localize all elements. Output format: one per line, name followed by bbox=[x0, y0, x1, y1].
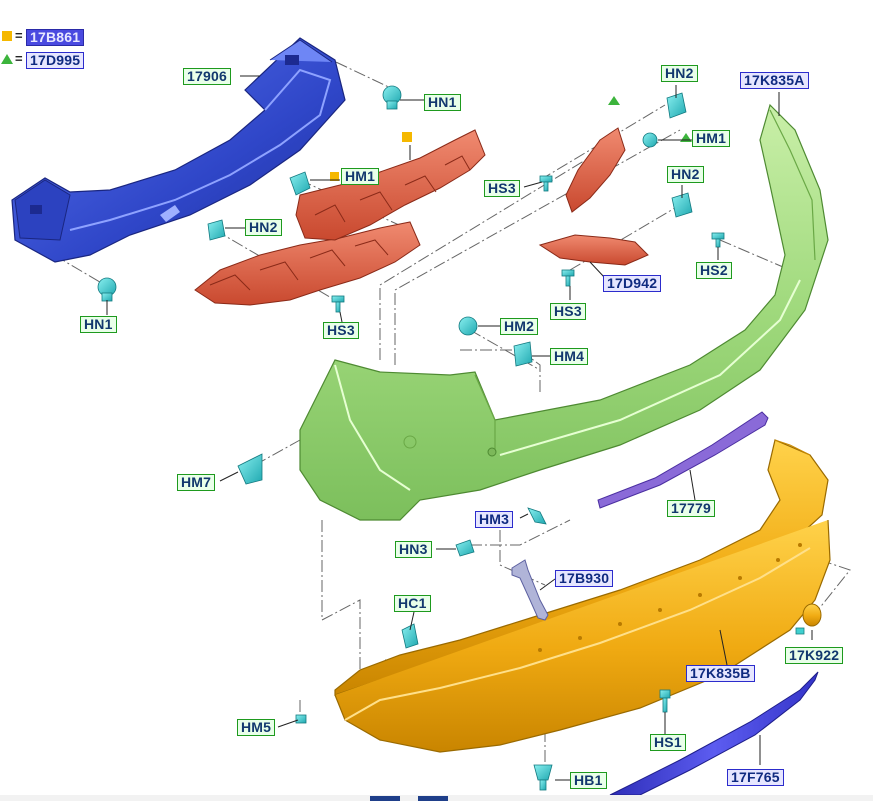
reinforcement-beam-17906 bbox=[11, 37, 346, 263]
clip-hn1-left bbox=[97, 277, 117, 302]
clip-hc1 bbox=[401, 623, 419, 649]
legend-equals-1: = bbox=[15, 28, 23, 43]
bumper-cover-upper-17K835A bbox=[299, 103, 829, 521]
label-HS1[interactable]: HS1 bbox=[650, 734, 686, 751]
marker-square-hm1 bbox=[330, 172, 339, 181]
label-HN1-top[interactable]: HN1 bbox=[424, 94, 461, 111]
clip-hm1-mid bbox=[289, 171, 311, 196]
label-HM4[interactable]: HM4 bbox=[550, 348, 589, 365]
label-HM3[interactable]: HM3 bbox=[475, 511, 514, 528]
clip-hm4 bbox=[513, 341, 533, 367]
label-HM1-right[interactable]: HM1 bbox=[692, 130, 731, 147]
label-HM7[interactable]: HM7 bbox=[177, 474, 216, 491]
clip-hm7 bbox=[237, 453, 263, 485]
clip-hs1 bbox=[659, 689, 671, 713]
marker-triangle-b bbox=[680, 133, 692, 142]
bracket-side-small bbox=[565, 127, 626, 213]
label-17779[interactable]: 17779 bbox=[667, 500, 715, 517]
label-HM2[interactable]: HM2 bbox=[500, 318, 539, 335]
clip-hn2-b bbox=[671, 192, 693, 218]
bracket-17D942 bbox=[538, 234, 649, 266]
marker-triangle-a bbox=[608, 96, 620, 105]
bumper-cover-lower-17K835B bbox=[334, 439, 831, 753]
label-HN3[interactable]: HN3 bbox=[395, 541, 432, 558]
label-HN2-left[interactable]: HN2 bbox=[245, 219, 282, 236]
legend-code-17B861[interactable]: 17B861 bbox=[26, 29, 85, 46]
clip-hm1-right bbox=[642, 132, 658, 148]
clip-hn2-left bbox=[207, 219, 226, 241]
label-HB1[interactable]: HB1 bbox=[570, 772, 607, 789]
label-HS2[interactable]: HS2 bbox=[696, 262, 732, 279]
label-HS3-low[interactable]: HS3 bbox=[550, 303, 586, 320]
label-17906[interactable]: 17906 bbox=[183, 68, 231, 85]
bracket-17B930 bbox=[511, 559, 549, 621]
clip-hn3 bbox=[455, 539, 475, 557]
label-HM1-mid[interactable]: HM1 bbox=[341, 168, 380, 185]
legend-code-17D995[interactable]: 17D995 bbox=[26, 52, 85, 69]
clip-hs3-low bbox=[561, 269, 575, 287]
strip-17779 bbox=[597, 411, 769, 509]
bottom-strip-segment-2 bbox=[418, 796, 448, 801]
clip-hn2-a bbox=[666, 92, 687, 119]
label-17K835A[interactable]: 17K835A bbox=[740, 72, 809, 89]
label-HN2-a[interactable]: HN2 bbox=[661, 65, 698, 82]
sensor-17K922 bbox=[795, 603, 822, 635]
clip-hm5 bbox=[295, 714, 307, 724]
label-17F765[interactable]: 17F765 bbox=[727, 769, 784, 786]
marker-square-17B861 bbox=[402, 132, 412, 142]
label-HM5[interactable]: HM5 bbox=[237, 719, 276, 736]
bottom-strip-segment-1 bbox=[370, 796, 400, 801]
legend-equals-2: = bbox=[15, 51, 23, 66]
label-17D942[interactable]: 17D942 bbox=[603, 275, 662, 292]
strip-17F765 bbox=[609, 671, 819, 796]
clip-hn1-top bbox=[382, 85, 402, 110]
label-HN1-left[interactable]: HN1 bbox=[80, 316, 117, 333]
label-HS3-left[interactable]: HS3 bbox=[323, 322, 359, 339]
bracket-lower-left bbox=[194, 221, 421, 306]
clip-hm2 bbox=[458, 316, 478, 336]
fasteners bbox=[97, 85, 725, 791]
bottom-strip bbox=[0, 795, 873, 801]
bracket-upper-middle bbox=[295, 129, 486, 241]
label-HN2-b[interactable]: HN2 bbox=[667, 166, 704, 183]
legend-square-icon bbox=[2, 31, 12, 41]
label-17K835B[interactable]: 17K835B bbox=[686, 665, 755, 682]
leader-lines bbox=[106, 75, 813, 781]
label-HS3-mid[interactable]: HS3 bbox=[484, 180, 520, 197]
label-17K922[interactable]: 17K922 bbox=[785, 647, 844, 664]
clip-hs3-left bbox=[331, 295, 345, 313]
clip-hs3-mid bbox=[539, 175, 553, 192]
label-17B930[interactable]: 17B930 bbox=[555, 570, 614, 587]
legend-triangle-icon bbox=[1, 54, 13, 64]
label-HC1[interactable]: HC1 bbox=[394, 595, 431, 612]
clip-hb1 bbox=[533, 764, 553, 791]
clip-hm3 bbox=[527, 507, 547, 525]
clip-hs2 bbox=[711, 232, 725, 248]
